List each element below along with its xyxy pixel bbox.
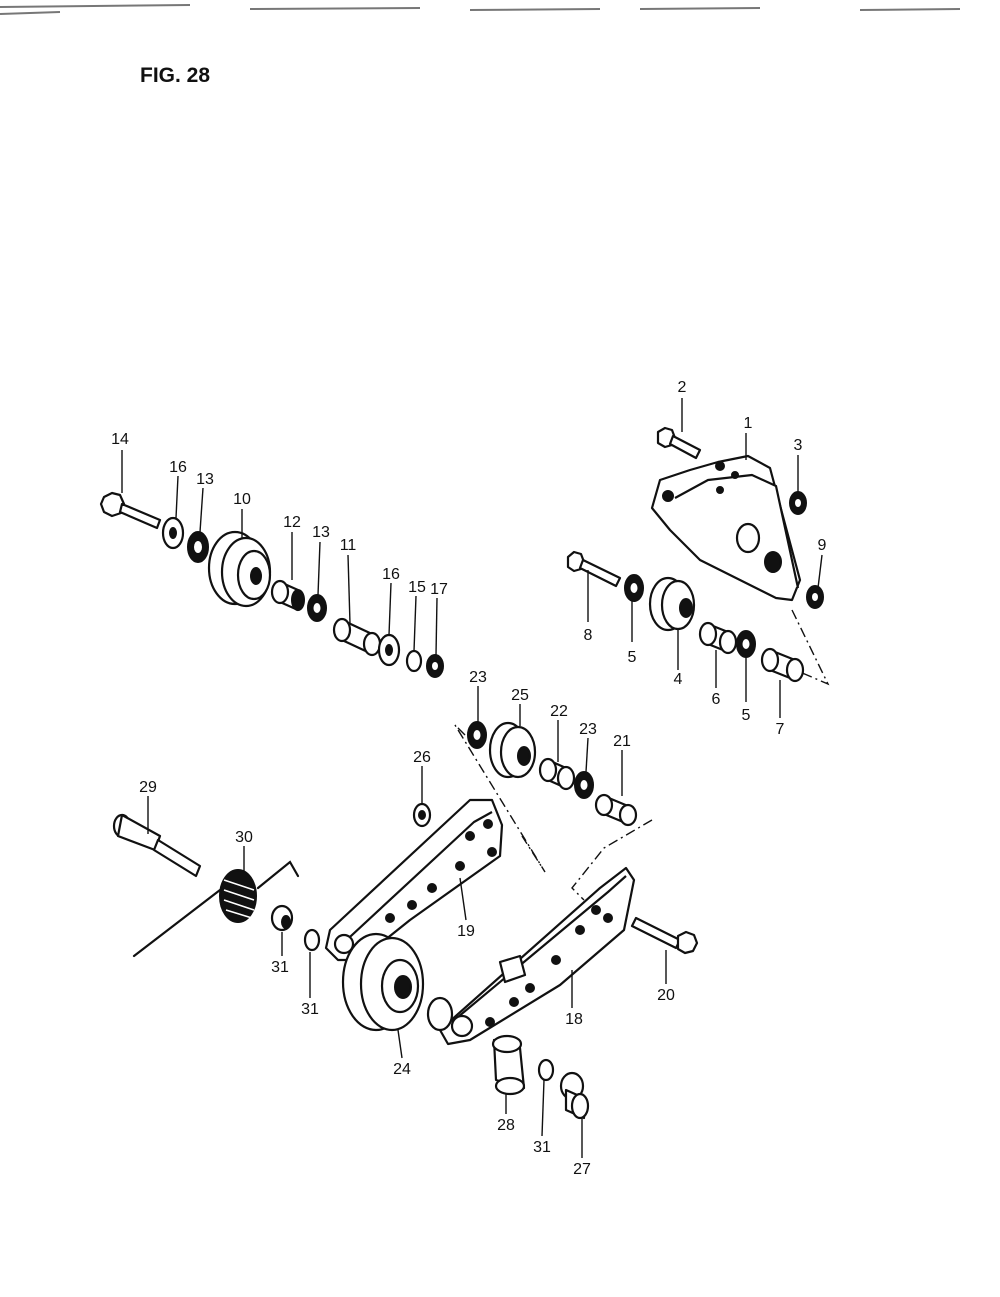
part-1-bracket xyxy=(650,454,802,602)
part-19-arm xyxy=(324,798,504,962)
part-30-spring xyxy=(132,860,300,958)
part-27-bushing xyxy=(559,1071,590,1120)
callout-27: 27 xyxy=(573,1161,591,1178)
callout-17: 17 xyxy=(430,581,448,598)
callout-14: 14 xyxy=(111,431,129,448)
part-27-small-bushing xyxy=(270,904,294,932)
callout-12: 12 xyxy=(283,514,301,531)
callout-16b: 16 xyxy=(382,566,400,583)
part-18-arm xyxy=(426,866,636,1046)
callout-9: 9 xyxy=(818,537,827,554)
callout-23: 23 xyxy=(469,669,487,686)
callout-1: 1 xyxy=(744,415,753,432)
part-31-ring xyxy=(537,1058,555,1082)
part-25-wheel xyxy=(488,721,537,779)
callout-28: 28 xyxy=(497,1117,515,1134)
callout-10: 10 xyxy=(233,491,251,508)
callout-21: 21 xyxy=(613,733,631,750)
swing-arm-assembly xyxy=(112,721,699,1120)
callout-13: 13 xyxy=(196,471,214,488)
part-29-shaft xyxy=(112,813,202,878)
part-8-bolt xyxy=(566,550,622,588)
part-4-wheel xyxy=(648,576,696,632)
callout-29: 29 xyxy=(139,779,157,796)
callout-20: 20 xyxy=(657,987,675,1004)
part-6-spacer xyxy=(698,621,738,655)
callout-2: 2 xyxy=(678,379,687,396)
callout-31b: 31 xyxy=(301,1001,319,1018)
part-15-washer xyxy=(405,649,423,673)
callout-31c: 31 xyxy=(533,1139,551,1156)
assembly-line-3 xyxy=(571,819,653,901)
idler-assembly-upper xyxy=(99,491,444,678)
callout-labels: 1 2 3 4 5 5 6 7 8 9 10 11 12 13 13 14 15… xyxy=(111,379,826,1178)
part-22-spacer xyxy=(538,757,576,791)
figure-title: FIG. 28 xyxy=(140,64,210,87)
callout-15: 15 xyxy=(408,579,426,596)
callout-31a: 31 xyxy=(271,959,289,976)
part-21-collar xyxy=(594,793,638,827)
callout-19: 19 xyxy=(457,923,475,940)
assembly-line xyxy=(791,609,830,686)
callout-30: 30 xyxy=(235,829,253,846)
callout-13b: 13 xyxy=(312,524,330,541)
part-28-sleeve xyxy=(491,1034,526,1096)
callout-7: 7 xyxy=(776,721,785,738)
part-2-bolt xyxy=(656,426,702,460)
bracket-assembly xyxy=(566,426,830,686)
callout-11: 11 xyxy=(340,537,357,554)
leader-lines xyxy=(121,398,823,1158)
callout-18: 18 xyxy=(565,1011,583,1028)
part-20-bolt xyxy=(630,916,699,955)
part-24-large-wheel xyxy=(341,932,425,1032)
callout-4: 4 xyxy=(674,671,683,688)
callout-6: 6 xyxy=(712,691,721,708)
part-31-ring-2 xyxy=(303,928,321,952)
callout-26: 26 xyxy=(413,749,431,766)
callout-22: 22 xyxy=(550,703,568,720)
callout-16: 16 xyxy=(169,459,187,476)
callout-24: 24 xyxy=(393,1061,411,1078)
callout-5: 5 xyxy=(628,649,637,666)
callout-5b: 5 xyxy=(742,707,751,724)
callout-3: 3 xyxy=(794,437,803,454)
callout-25: 25 xyxy=(511,687,529,704)
part-10-idler-wheel xyxy=(207,530,272,608)
part-12-spacer xyxy=(270,579,305,612)
scan-noise xyxy=(0,4,961,15)
part-14-bolt xyxy=(99,491,162,530)
callout-23b: 23 xyxy=(579,721,597,738)
part-7-collar xyxy=(760,647,805,683)
assembly-line-2 xyxy=(454,724,546,873)
part-11-collar xyxy=(332,617,382,657)
callout-8: 8 xyxy=(584,627,593,644)
